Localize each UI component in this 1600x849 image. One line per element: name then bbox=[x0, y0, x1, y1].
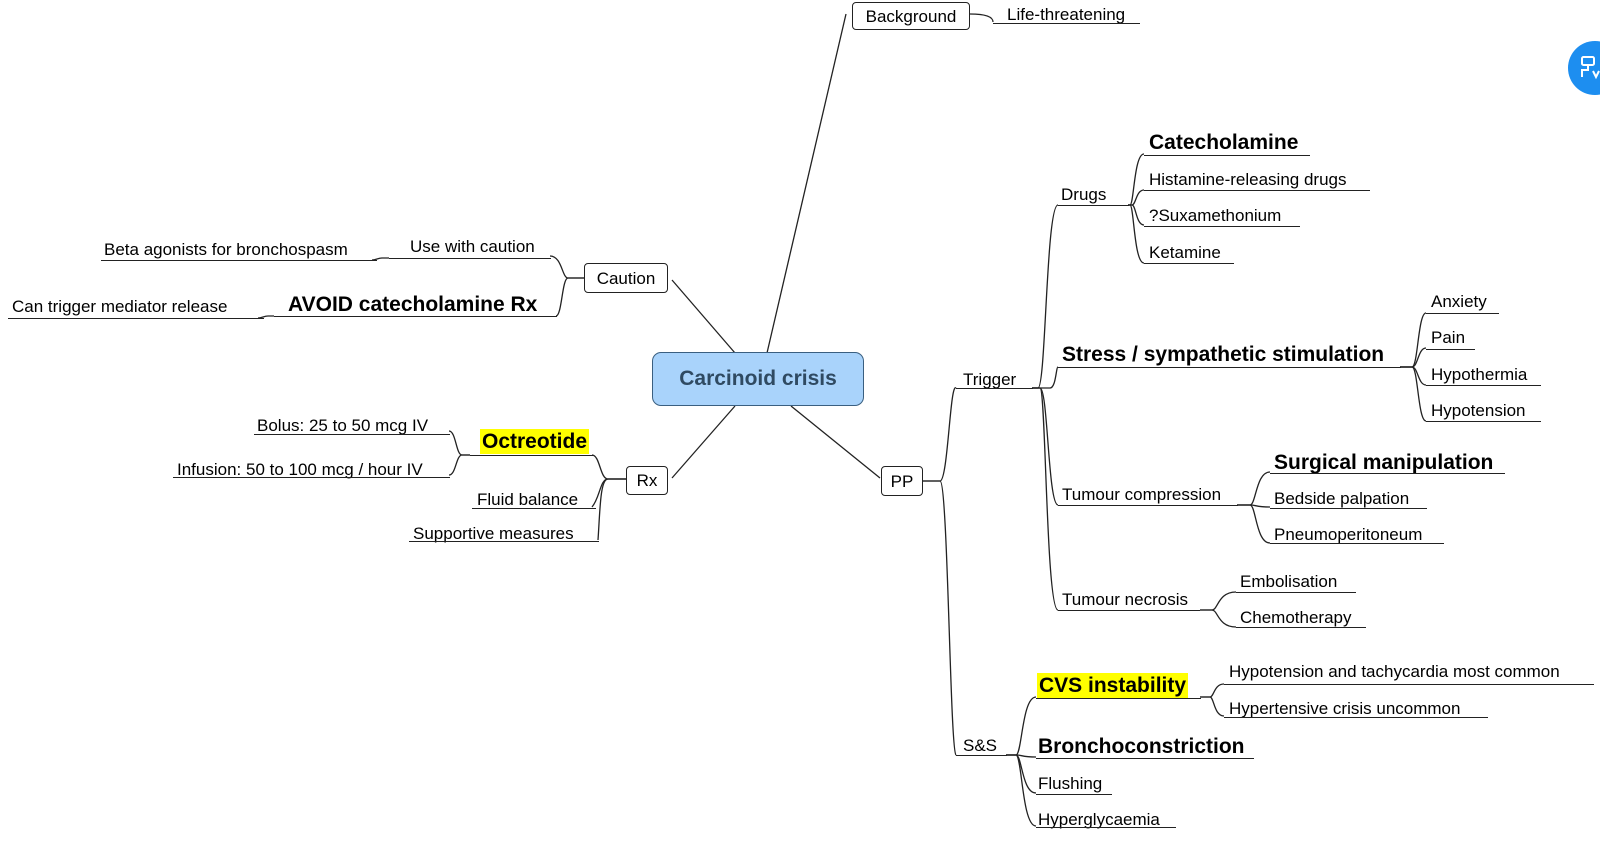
node-hyperglycaemia[interactable]: Hyperglycaemia bbox=[1038, 810, 1160, 829]
node-bolus[interactable]: Bolus: 25 to 50 mcg IV bbox=[257, 416, 429, 435]
node-pain[interactable]: Pain bbox=[1431, 328, 1466, 347]
node-hypotension-tachycardia[interactable]: Hypotension and tachycardia most common bbox=[1229, 662, 1560, 681]
node-embolisation[interactable]: Embolisation bbox=[1240, 572, 1338, 591]
node-supportive-measures[interactable]: Supportive measures bbox=[413, 524, 574, 543]
node-rx-label: Rx bbox=[636, 471, 658, 490]
flowchart-tool-icon bbox=[1581, 56, 1600, 80]
node-signs-symptoms[interactable]: S&S bbox=[963, 736, 998, 755]
node-ketamine[interactable]: Ketamine bbox=[1149, 243, 1221, 262]
node-catecholamine[interactable]: Catecholamine bbox=[1149, 131, 1299, 154]
node-flushing[interactable]: Flushing bbox=[1038, 774, 1103, 793]
node-hypotension[interactable]: Hypotension bbox=[1431, 401, 1526, 420]
node-beta-agonists[interactable]: Beta agonists for bronchospasm bbox=[104, 240, 348, 259]
node-pneumoperitoneum[interactable]: Pneumoperitoneum bbox=[1274, 525, 1423, 544]
connector-root-rx bbox=[671, 405, 736, 479]
node-use-with-caution[interactable]: Use with caution bbox=[410, 237, 535, 256]
node-background[interactable]: Background bbox=[852, 2, 970, 30]
node-hypertensive-crisis[interactable]: Hypertensive crisis uncommon bbox=[1229, 699, 1461, 718]
node-hypothermia[interactable]: Hypothermia bbox=[1431, 365, 1528, 384]
connector-root-caution bbox=[671, 279, 736, 354]
node-tumour-necrosis[interactable]: Tumour necrosis bbox=[1062, 590, 1188, 609]
node-suxamethonium[interactable]: ?Suxamethonium bbox=[1149, 206, 1282, 225]
node-background-label: Background bbox=[865, 6, 957, 26]
node-rx[interactable]: Rx bbox=[626, 466, 668, 495]
root-label: Carcinoid crisis bbox=[679, 367, 837, 390]
node-caution[interactable]: Caution bbox=[584, 263, 668, 293]
node-chemotherapy[interactable]: Chemotherapy bbox=[1240, 608, 1352, 627]
node-pp-label: PP bbox=[890, 471, 914, 491]
node-can-trigger-mediator[interactable]: Can trigger mediator release bbox=[12, 297, 228, 316]
node-anxiety[interactable]: Anxiety bbox=[1431, 292, 1487, 311]
node-avoid-catecholamine[interactable]: AVOID catecholamine Rx bbox=[288, 293, 538, 316]
node-surgical-manipulation[interactable]: Surgical manipulation bbox=[1274, 451, 1494, 474]
node-fluid-balance[interactable]: Fluid balance bbox=[477, 490, 579, 509]
root-node[interactable]: Carcinoid crisis bbox=[652, 352, 864, 406]
node-tumour-compression[interactable]: Tumour compression bbox=[1062, 485, 1222, 504]
node-caution-label: Caution bbox=[596, 268, 656, 288]
node-drugs[interactable]: Drugs bbox=[1061, 185, 1107, 204]
connector-root-background bbox=[766, 13, 847, 354]
node-pp[interactable]: PP bbox=[881, 466, 923, 496]
node-histamine-releasing[interactable]: Histamine-releasing drugs bbox=[1149, 170, 1347, 189]
node-bronchoconstriction[interactable]: Bronchoconstriction bbox=[1038, 735, 1245, 758]
node-cvs-instability[interactable]: CVS instability bbox=[1037, 673, 1189, 698]
node-life-threatening[interactable]: Life-threatening bbox=[1007, 5, 1126, 24]
node-stress-sympathetic[interactable]: Stress / sympathetic stimulation bbox=[1062, 343, 1385, 366]
node-octreotide[interactable]: Octreotide bbox=[480, 429, 590, 454]
node-trigger[interactable]: Trigger bbox=[963, 370, 1017, 389]
node-bedside-palpation[interactable]: Bedside palpation bbox=[1274, 489, 1410, 508]
connector-root-pp bbox=[790, 405, 881, 479]
node-infusion[interactable]: Infusion: 50 to 100 mcg / hour IV bbox=[177, 460, 423, 479]
